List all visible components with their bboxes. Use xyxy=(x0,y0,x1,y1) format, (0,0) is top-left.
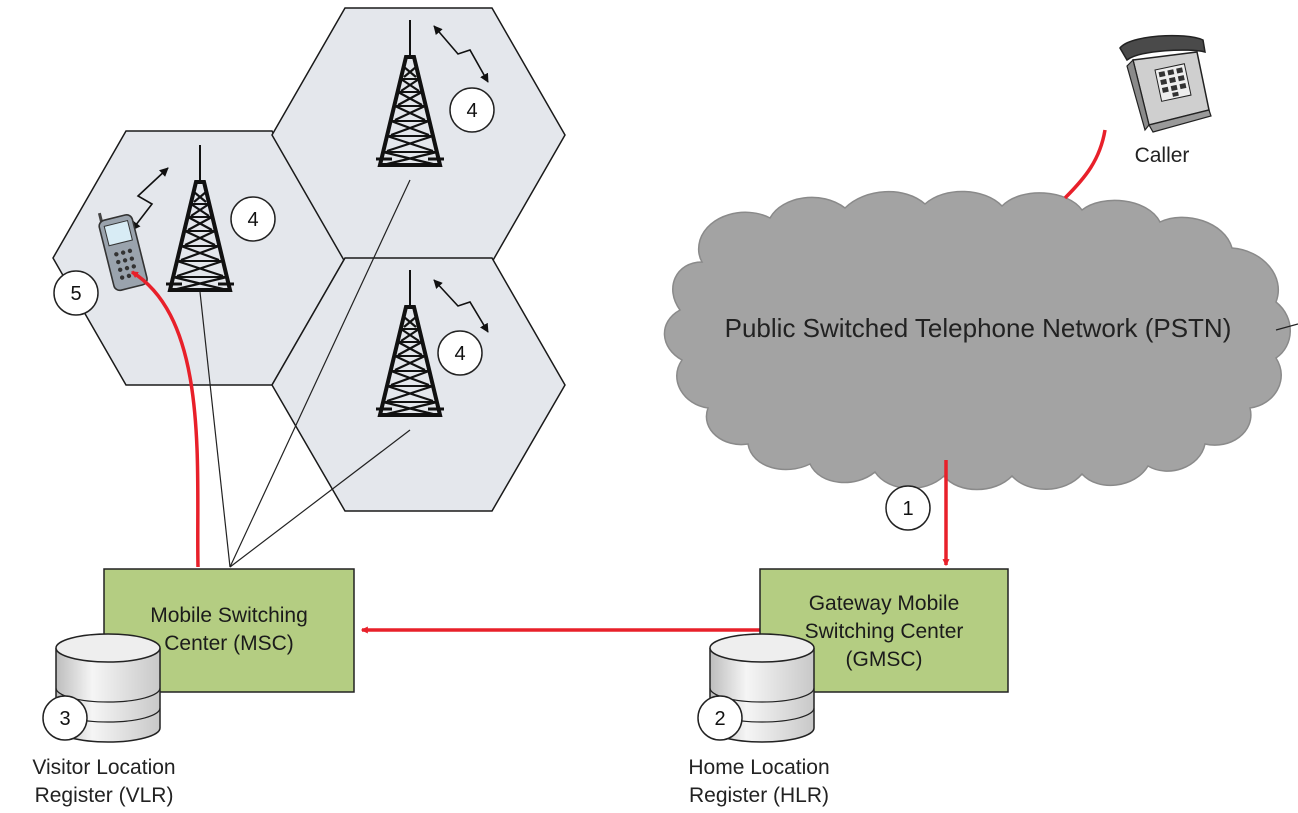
cloud-network-icon: Public Switched Telephone Network (PSTN) xyxy=(663,190,1298,491)
caller-link xyxy=(1063,129,1107,200)
vlr-label-line1: Visitor Location xyxy=(32,756,175,779)
hlr-label-line2: Register (HLR) xyxy=(689,784,829,807)
step-badge-2: 2 xyxy=(697,695,743,741)
step-badge-4: 4 xyxy=(449,87,495,133)
svg-text:4: 4 xyxy=(466,100,477,122)
step-badge-1: 1 xyxy=(885,485,931,531)
svg-text:1: 1 xyxy=(902,498,913,520)
msc-label-line2: Center (MSC) xyxy=(164,632,294,655)
pstn-label: Public Switched Telephone Network (PSTN) xyxy=(725,313,1232,343)
cell-hexagon-bottom xyxy=(271,257,566,512)
call-route-paths xyxy=(131,270,950,634)
radio-signal-icon xyxy=(131,25,489,333)
step-badge-5: 5 xyxy=(53,270,99,316)
desk-telephone-icon xyxy=(1119,34,1212,133)
svg-text:5: 5 xyxy=(70,283,81,305)
gmsc-label-line2: Switching Center xyxy=(805,620,964,643)
step-badge-4: 4 xyxy=(437,330,483,376)
tower-to-msc-wires xyxy=(199,179,411,568)
gmsc-label-line1: Gateway Mobile xyxy=(809,592,960,615)
gmsc-label-line3: (GMSC) xyxy=(846,648,923,671)
step-badge-3: 3 xyxy=(42,695,88,741)
svg-text:2: 2 xyxy=(714,708,725,730)
svg-text:3: 3 xyxy=(59,708,70,730)
hlr-label-line1: Home Location xyxy=(688,756,829,779)
step-badge-4: 4 xyxy=(230,196,276,242)
msc-to-phone-arrow xyxy=(131,270,200,568)
caller-label: Caller xyxy=(1135,144,1190,167)
vlr-label-line2: Register (VLR) xyxy=(35,784,174,807)
svg-text:4: 4 xyxy=(454,343,465,365)
msc-label-line1: Mobile Switching xyxy=(150,604,308,627)
svg-text:4: 4 xyxy=(247,209,258,231)
